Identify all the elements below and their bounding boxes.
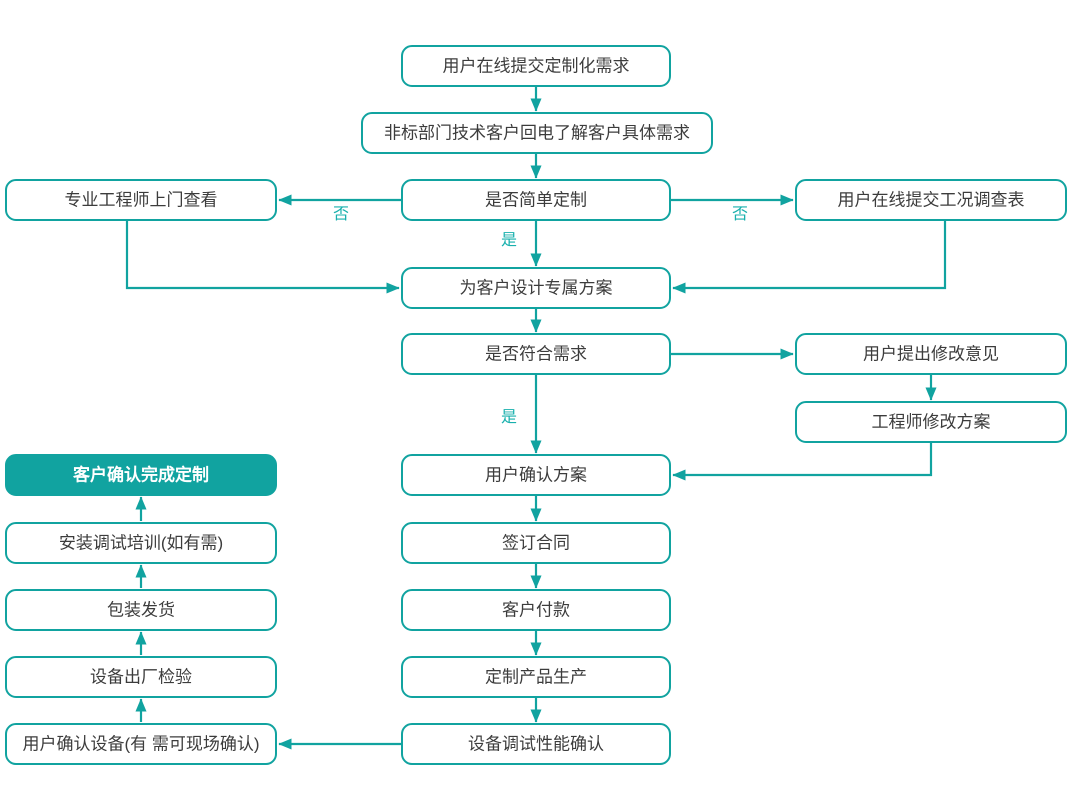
node-label: 安装调试培训(如有需) [59,533,223,552]
node-label: 设备出厂检验 [90,667,192,686]
node-box [795,401,1067,443]
node-label: 签订合同 [502,533,570,552]
node-box [401,333,671,375]
flow-node[interactable]: 定制产品生产 [401,656,671,698]
node-box [401,723,671,765]
node-label: 用户在线提交定制化需求 [443,56,630,75]
node-box [795,333,1067,375]
flow-node[interactable]: 安装调试培训(如有需) [5,522,277,564]
flow-node[interactable]: 签订合同 [401,522,671,564]
flow-node[interactable]: 用户在线提交工况调查表 [795,179,1067,221]
flow-node[interactable]: 用户确认方案 [401,454,671,496]
flow-node[interactable]: 设备调试性能确认 [401,723,671,765]
node-label: 用户提出修改意见 [863,344,999,363]
node-label: 专业工程师上门查看 [65,190,218,209]
flow-connector [672,220,947,294]
edge-label: 否 [333,206,349,223]
node-box [401,179,671,221]
node-box [5,179,277,221]
edge-label: 是 [501,232,517,249]
node-box [795,179,1067,221]
edge-label: 否 [732,206,748,223]
flow-node[interactable]: 用户提出修改意见 [795,333,1067,375]
node-label: 是否符合需求 [485,344,587,363]
node-label: 用户确认方案 [485,465,587,484]
flow-node[interactable]: 非标部门技术客户回电了解客户具体需求 [361,112,713,154]
node-box [5,656,277,698]
node-label: 是否简单定制 [485,190,587,209]
node-label: 工程师修改方案 [872,412,991,431]
node-label: 定制产品生产 [485,667,587,686]
flow-node[interactable]: 是否简单定制 [401,179,671,221]
node-box [401,522,671,564]
flow-node[interactable]: 设备出厂检验 [5,656,277,698]
edge-labels-layer: 否否是是 [333,206,748,426]
node-box [401,267,671,309]
node-box [5,454,277,496]
flow-connector [672,442,933,481]
node-box [401,589,671,631]
node-label: 设备调试性能确认 [468,734,604,753]
flow-node[interactable]: 用户在线提交定制化需求 [401,45,671,87]
flow-node[interactable]: 为客户设计专属方案 [401,267,671,309]
flow-connector [125,220,400,294]
node-label: 非标部门技术客户回电了解客户具体需求 [384,123,690,142]
flow-node[interactable]: 客户付款 [401,589,671,631]
node-label: 客户付款 [502,600,570,619]
node-box [5,589,277,631]
node-box [5,522,277,564]
edge-label: 是 [501,409,517,426]
node-box [401,656,671,698]
node-box [5,723,277,765]
flow-node[interactable]: 用户确认设备(有 需可现场确认) [5,723,277,765]
edges-layer [125,86,947,750]
node-box [401,45,671,87]
flow-node[interactable]: 包装发货 [5,589,277,631]
node-label: 为客户设计专属方案 [460,278,613,297]
node-box [401,454,671,496]
node-label: 客户确认完成定制 [72,464,209,484]
flow-node[interactable]: 专业工程师上门查看 [5,179,277,221]
node-label: 用户确认设备(有 需可现场确认) [22,734,259,753]
flow-node-highlighted[interactable]: 客户确认完成定制 [5,454,277,496]
node-label: 用户在线提交工况调查表 [838,190,1025,209]
flow-node[interactable]: 工程师修改方案 [795,401,1067,443]
node-box [361,112,713,154]
flow-node[interactable]: 是否符合需求 [401,333,671,375]
node-label: 包装发货 [107,600,175,619]
